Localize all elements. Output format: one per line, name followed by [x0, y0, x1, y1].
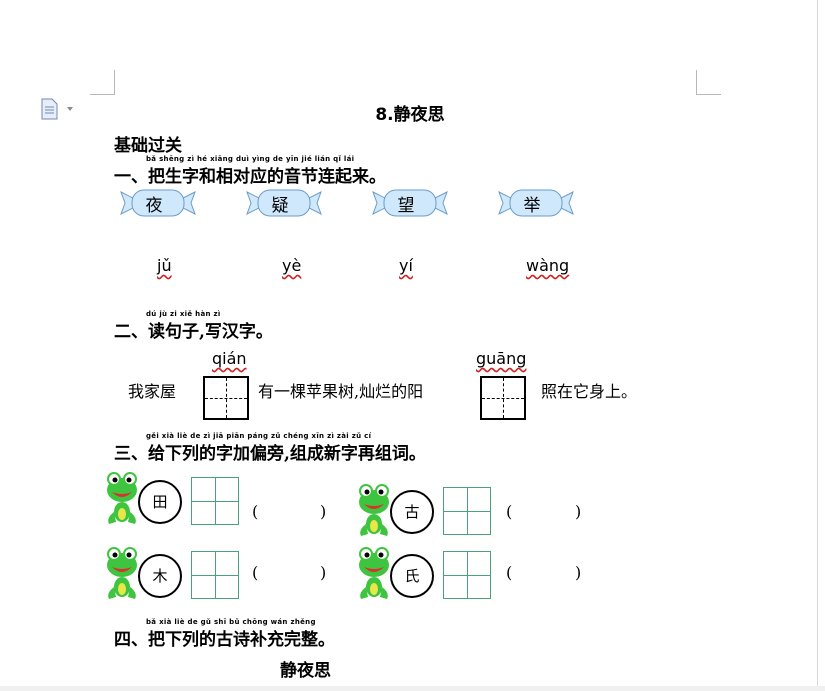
- section1-pinyin: bǎ shēng zì hé xiāng duì yìng de yīn jié…: [146, 155, 355, 163]
- candy-3: [372, 189, 448, 217]
- writing-box-guang[interactable]: [480, 376, 526, 420]
- syllable-ye: yè: [282, 256, 302, 275]
- crop-mark-top-left: [90, 70, 115, 95]
- writing-grid-3[interactable]: [191, 551, 239, 599]
- candy-1: [120, 189, 196, 217]
- candy-4: [498, 189, 574, 217]
- paren-close-4: ): [575, 563, 582, 582]
- syllable-ju: jǔ: [157, 256, 172, 275]
- candy-1-label: 夜: [145, 196, 163, 216]
- writing-grid-1[interactable]: [191, 477, 239, 525]
- candy-2: [246, 189, 322, 217]
- writing-grid-4[interactable]: [443, 551, 491, 599]
- candy-4-label: 举: [523, 196, 541, 216]
- section4-pinyin: bǎ xià liè de gǔ shī bǔ chōng wán zhěng: [146, 618, 316, 626]
- section2-title: 二、读句子,写汉字。: [114, 322, 273, 342]
- poem-title: 静夜思: [280, 661, 331, 681]
- section1-title: 一、把生字和相对应的音节连起来。: [114, 167, 386, 187]
- pinyin-guang: guāng: [476, 349, 527, 368]
- section2-pinyin: dú jù zi xiě hàn zì: [146, 310, 221, 318]
- syllable-wang: wàng: [526, 256, 570, 275]
- section3-title: 三、给下列的字加偏旁,组成新字再组词。: [114, 444, 426, 464]
- page-right-edge: [817, 0, 818, 691]
- radical-circle-tian: 田: [138, 480, 182, 524]
- syllable-yi: yí: [399, 256, 413, 275]
- frog-icon: [359, 547, 389, 599]
- paren-close-2: ): [575, 502, 582, 521]
- pinyin-qian: qián: [212, 349, 247, 368]
- page-title: 8.静夜思: [375, 105, 445, 125]
- section3-pinyin: gěi xià liè de zì jiā piān páng zǔ chéng…: [146, 432, 372, 440]
- paren-close-1: ): [320, 502, 327, 521]
- frog-icon: [107, 547, 137, 599]
- basics-heading: 基础过关: [114, 136, 182, 156]
- radical-circle-gu: 古: [390, 490, 434, 534]
- crop-mark-top-right: [696, 70, 721, 95]
- frog-icon: [107, 472, 137, 524]
- sentence-part-1: 我家屋: [128, 382, 177, 401]
- paren-open-3: (: [252, 563, 259, 582]
- page-bottom-band: [0, 686, 825, 691]
- section4-title: 四、把下列的古诗补充完整。: [114, 630, 335, 650]
- candy-2-label: 疑: [271, 196, 289, 216]
- paren-close-3: ): [320, 563, 327, 582]
- writing-box-qian[interactable]: [203, 376, 249, 420]
- frog-icon: [359, 484, 389, 536]
- writing-grid-2[interactable]: [443, 487, 491, 535]
- document-options-icon[interactable]: [40, 98, 78, 120]
- radical-circle-mu: 木: [138, 554, 182, 598]
- sentence-part-3: 照在它身上。: [541, 382, 638, 401]
- paren-open-2: (: [506, 502, 513, 521]
- paren-open-1: (: [252, 502, 259, 521]
- radical-circle-shi: 氏: [390, 554, 434, 598]
- paren-open-4: (: [506, 563, 513, 582]
- sentence-part-2: 有一棵苹果树,灿烂的阳: [258, 382, 424, 401]
- candy-3-label: 望: [397, 196, 415, 216]
